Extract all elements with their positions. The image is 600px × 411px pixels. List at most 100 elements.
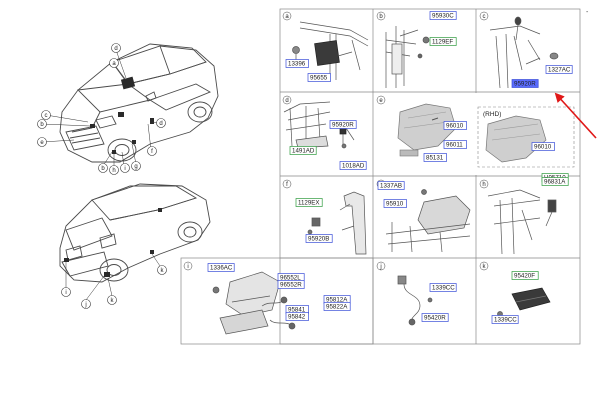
panel-g-drawing — [385, 189, 471, 253]
part-number-text: 95842 — [288, 314, 306, 321]
part-number-text: 95920R — [514, 81, 536, 88]
svg-text:a: a — [285, 14, 289, 20]
svg-text:c: c — [483, 14, 486, 20]
part-number-text: 95930C — [432, 13, 454, 20]
panel-grid — [180, 8, 581, 345]
svg-text:a: a — [112, 61, 116, 67]
svg-text:b: b — [379, 14, 383, 20]
part-label-1337ab: 1337AB — [377, 181, 405, 190]
part-number-text: 1336AC — [210, 265, 233, 272]
part-number-text: 13396 — [288, 61, 306, 68]
part-number-text: 1129EX — [298, 200, 320, 207]
part-label-95420r: 95420R — [421, 313, 449, 322]
panel-tag-c: c — [479, 11, 489, 21]
svg-text:j: j — [379, 264, 381, 270]
panel-tag-f: f — [282, 179, 292, 189]
part-number-text: 95812A — [326, 297, 348, 304]
rhd-note: (RHD) — [483, 111, 501, 118]
part-label-13396: 13396 — [285, 59, 309, 68]
part-number-text: 95420F — [514, 273, 535, 280]
front-car-callouts: d a c b e d f g i h b — [37, 43, 166, 175]
part-label-95910: 95910 — [383, 199, 407, 208]
part-label-1339cc: 1339CC — [491, 315, 519, 324]
part-label-95920r: 95920R — [329, 120, 357, 129]
page-marker: - — [586, 9, 589, 16]
part-label-95842: 95842 — [285, 312, 309, 321]
part-number-labels: 13396 95655 95930C 1129EF 1327AC 95920R 95920R… — [207, 11, 573, 324]
part-label-1018ad: 1018AD — [339, 161, 367, 170]
callout-circle: j — [81, 299, 91, 309]
part-label-1339cc: 1339CC — [429, 283, 457, 292]
panel-c-drawing — [489, 16, 559, 89]
svg-text:d: d — [285, 98, 288, 104]
rear-car-callouts: i j k k — [61, 265, 167, 309]
part-number-text: 95655 — [310, 75, 328, 82]
part-number-text: 1327AC — [548, 67, 571, 74]
panel-tag-b: b — [376, 11, 386, 21]
part-label-95930c: 95930C — [429, 11, 457, 20]
part-label-95420f: 95420F — [511, 271, 539, 280]
svg-text:e: e — [40, 140, 44, 146]
panel-j-drawing — [397, 275, 433, 326]
rear-car-part-markers — [64, 208, 162, 277]
callout-circle: h — [109, 165, 119, 175]
part-number-text: 95910 — [386, 201, 404, 208]
part-label-1129ex: 1129EX — [295, 198, 323, 207]
callout-circle: f — [147, 146, 157, 156]
svg-text:b: b — [40, 122, 44, 128]
panel-i-drawing — [212, 271, 296, 335]
pointer-arrow — [554, 92, 597, 139]
part-number-text: 96552R — [280, 282, 302, 289]
svg-text:f: f — [286, 182, 288, 188]
svg-text:c: c — [45, 113, 48, 119]
part-label-96831a: 96831A — [541, 177, 569, 186]
panel-e-drawing: (RHD) — [397, 103, 575, 168]
panel-f-drawing — [307, 191, 367, 255]
part-number-text: 95841 — [288, 307, 306, 314]
svg-text:h: h — [482, 182, 485, 188]
part-number-text: 1018AD — [342, 163, 365, 170]
front-car-leaders — [41, 49, 161, 168]
panel-tag-i: i — [183, 261, 193, 271]
callout-circle: i — [61, 287, 71, 297]
part-number-text: 95920R — [332, 122, 354, 129]
front-car-illustration — [59, 43, 219, 163]
callout-circle: g — [131, 161, 141, 171]
callout-circle: i — [120, 163, 130, 173]
callout-circle: b — [37, 119, 47, 129]
svg-text:h: h — [112, 168, 115, 174]
part-number-text: 1129EF — [432, 39, 453, 46]
svg-text:k: k — [483, 264, 487, 270]
part-label-95920b: 95920B — [305, 234, 333, 243]
rear-car-illustration — [59, 183, 211, 283]
part-number-text: 1337AB — [380, 183, 402, 190]
part-label-96010: 96010 — [443, 121, 467, 130]
svg-text:g: g — [134, 164, 137, 170]
part-label-1129ef: 1129EF — [429, 37, 457, 46]
part-label-95920r: 95920R — [511, 79, 539, 88]
part-number-text: 96011 — [446, 142, 463, 149]
rear-car-leaders — [65, 253, 161, 301]
svg-text:e: e — [379, 98, 383, 104]
callout-circle: k — [107, 295, 117, 305]
part-label-95822a: 95822A — [323, 302, 351, 311]
callout-circle: d — [156, 118, 166, 128]
panel-tag-j: j — [376, 261, 386, 271]
part-number-text: 95920B — [308, 236, 329, 243]
part-label-1336ac: 1336AC — [207, 263, 235, 272]
svg-text:i: i — [124, 166, 125, 172]
panel-tag-k: k — [479, 261, 489, 271]
part-label-1491ad: 1491AD — [289, 146, 317, 155]
panel-d-drawing — [283, 101, 355, 149]
svg-text:k: k — [161, 268, 165, 274]
part-label-1327ac: 1327AC — [545, 65, 573, 74]
svg-text:d: d — [114, 46, 117, 52]
part-number-text: 1339CC — [494, 317, 517, 324]
callout-circle: a — [109, 58, 119, 68]
svg-text:i: i — [65, 290, 66, 296]
part-label-96552r: 96552R — [277, 280, 305, 289]
panel-tag-d: d — [282, 95, 292, 105]
part-number-text: 96831A — [544, 179, 566, 186]
panel-tag-a: a — [282, 11, 292, 21]
part-label-85131: 85131 — [423, 153, 447, 162]
